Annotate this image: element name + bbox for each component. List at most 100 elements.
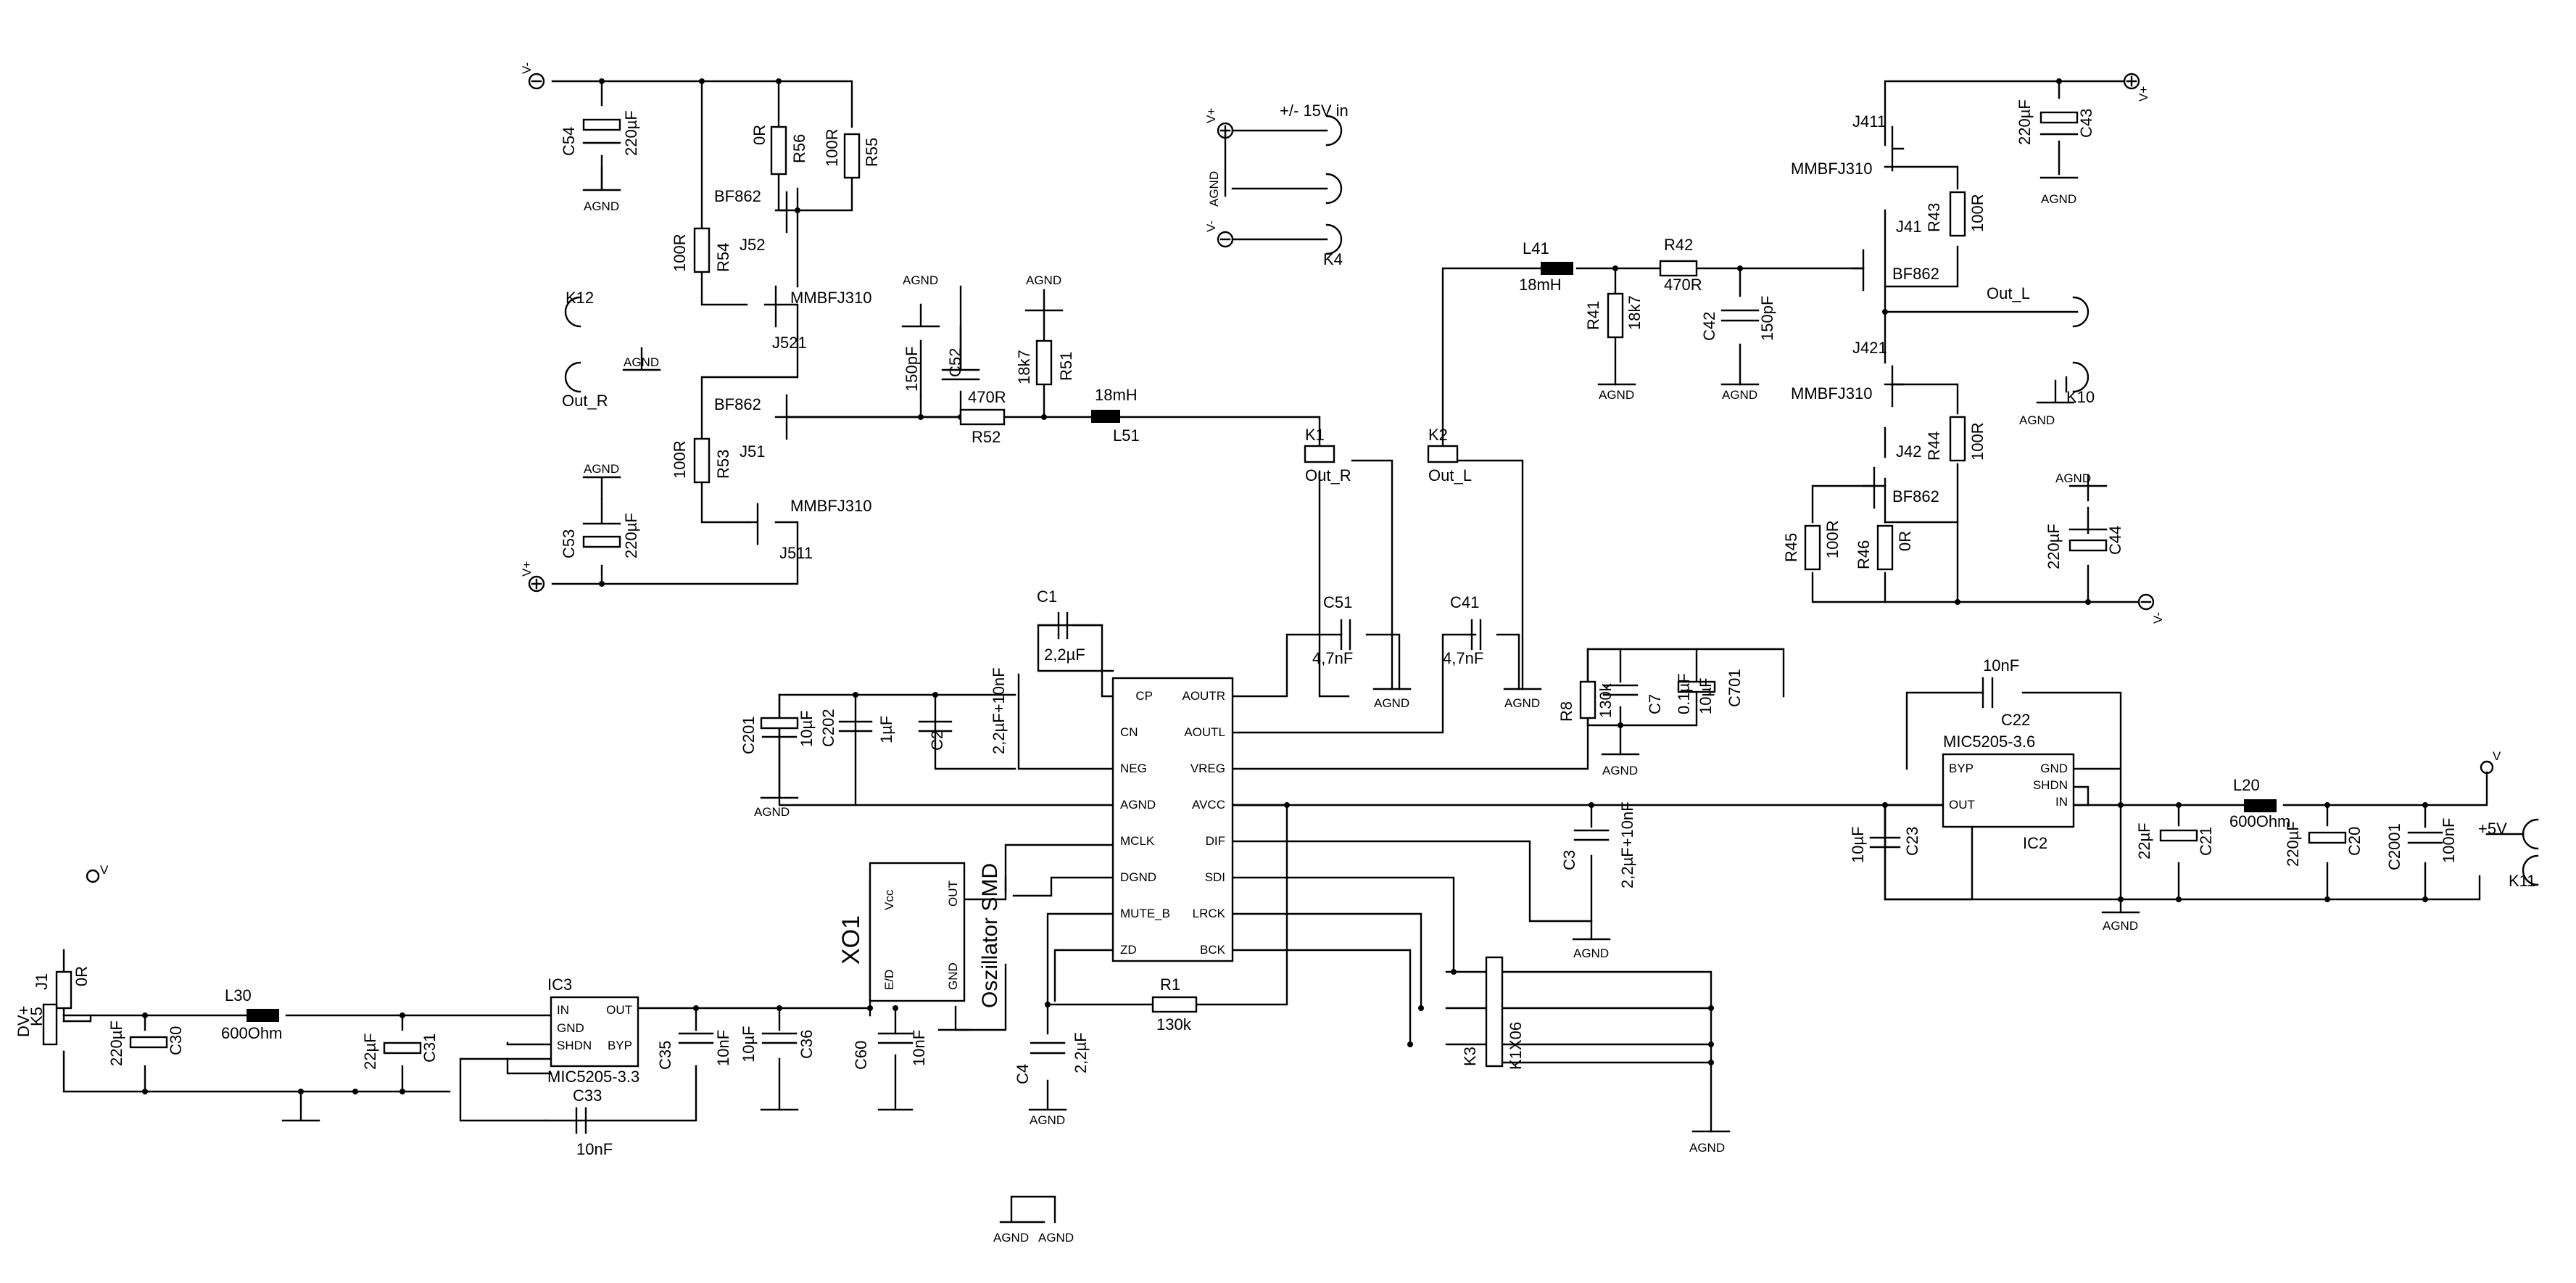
label-c53-value: 220µF xyxy=(622,513,640,558)
ic2-pin-shdn: SHDN xyxy=(2033,778,2068,792)
label-c60: C60 xyxy=(852,1041,870,1070)
label-c54: C54 xyxy=(560,127,578,156)
label-agnd-7: AGND xyxy=(1722,388,1757,402)
label-5v: +5V xyxy=(2478,820,2507,838)
resistor-r54 xyxy=(693,227,711,273)
label-agnd-9: AGND xyxy=(2019,413,2055,427)
label-j1-value: 0R xyxy=(73,966,91,986)
osc-pin-ed: E/D xyxy=(882,970,896,990)
label-k5: K5 xyxy=(28,1007,46,1026)
connector-k2 xyxy=(1427,445,1459,463)
label-bf862-r1: BF862 xyxy=(714,187,761,205)
label-l51: L51 xyxy=(1113,426,1140,445)
label-r56-value: 0R xyxy=(750,125,769,145)
label-pm15: +/- 15V in xyxy=(1280,102,1349,120)
label-vplus-left: V+ xyxy=(520,561,534,577)
resistor-r1 xyxy=(1151,996,1198,1013)
label-out-r: Out_R xyxy=(562,392,608,410)
label-ic3: IC3 xyxy=(547,975,572,994)
ic2-pin-out: OUT xyxy=(1949,798,1975,812)
label-xo1: XO1 xyxy=(837,915,865,965)
label-c2: C2 xyxy=(928,730,946,751)
label-c33: C33 xyxy=(573,1086,602,1105)
ic3-pin-in: IN xyxy=(557,1003,569,1017)
capacitor-c30 xyxy=(129,1036,168,1049)
label-c60-value: 10nF xyxy=(910,1030,928,1066)
label-c51-value: 4,7nF xyxy=(1312,649,1353,667)
label-c42: C42 xyxy=(1700,312,1718,341)
label-c202-value: 1µF xyxy=(877,716,895,743)
resistor-j1 xyxy=(55,970,73,1010)
connector-k3 xyxy=(1485,956,1504,1068)
capacitor-c201 xyxy=(760,717,799,730)
pin-agnd: AGND xyxy=(1120,798,1156,812)
label-r1-value: 130k xyxy=(1156,1015,1192,1034)
capacitor-c43 xyxy=(2039,111,2079,124)
pin-dif: DIF xyxy=(1206,834,1225,848)
label-r43-value: 100R xyxy=(1968,194,1987,232)
label-agnd-17: AGND xyxy=(1689,1141,1725,1155)
label-agnd-4: AGND xyxy=(903,273,938,287)
label-r1: R1 xyxy=(1160,975,1180,994)
label-c7: C7 xyxy=(1646,694,1664,714)
osc-pin-out: OUT xyxy=(946,880,960,907)
ic2-pin-byp: BYP xyxy=(1949,762,1974,775)
label-r42: R42 xyxy=(1664,236,1693,254)
label-agnd-11: AGND xyxy=(1374,696,1409,710)
label-c701: C701 xyxy=(1726,669,1744,707)
label-j421: J421 xyxy=(1852,339,1887,357)
label-c2-value: 2,2µF+10nF xyxy=(990,667,1008,754)
label-l20-value: 600Ohm xyxy=(2229,812,2290,830)
label-j51: J51 xyxy=(740,442,765,461)
label-j52: J52 xyxy=(740,236,765,254)
label-l41-value: 18mH xyxy=(1519,276,1562,294)
label-c3-value: 2,2µF+10nF xyxy=(1618,801,1636,888)
label-c51: C51 xyxy=(1323,593,1352,611)
label-k10: K10 xyxy=(2066,388,2095,406)
label-agnd-12: AGND xyxy=(1504,696,1540,710)
label-r54: R54 xyxy=(714,243,732,272)
label-bf862-r2: BF862 xyxy=(714,395,761,413)
label-r55: R55 xyxy=(863,138,881,167)
label-c33-value: 10nF xyxy=(576,1140,613,1158)
label-j42: J42 xyxy=(1896,442,1921,461)
label-agnd-8: AGND xyxy=(2041,192,2076,206)
connector-k5 xyxy=(42,1003,58,1046)
label-c30-value: 220µF xyxy=(107,1020,125,1066)
label-l51-value: 18mH xyxy=(1095,386,1138,404)
label-vplus-k4: V+ xyxy=(1204,108,1218,123)
label-ic2: IC2 xyxy=(2023,834,2047,852)
label-agnd-1: AGND xyxy=(624,355,659,369)
resistor-r44 xyxy=(1949,416,1966,462)
label-c4-value: 2,2µF xyxy=(1072,1032,1090,1073)
label-k11: K11 xyxy=(2509,872,2536,890)
label-agnd-19: AGND xyxy=(993,1231,1029,1245)
oscillator-xo1 xyxy=(869,862,966,1002)
pin-cn: CN xyxy=(1120,725,1138,739)
inductor-l30 xyxy=(247,1009,279,1022)
label-c35: C35 xyxy=(656,1041,674,1070)
pin-neg: NEG xyxy=(1120,762,1147,775)
label-c20: C20 xyxy=(2345,827,2364,856)
label-c31-value: 22µF xyxy=(361,1033,379,1070)
label-mmbfj310-l1: MMBFJ310 xyxy=(1791,160,1872,178)
label-c2001-value: 100nF xyxy=(2440,818,2458,863)
label-c4: C4 xyxy=(1014,1064,1032,1084)
label-v-left: V xyxy=(100,863,109,877)
label-k2: K2 xyxy=(1428,426,1448,444)
label-r42-value: 470R xyxy=(1664,276,1702,294)
pin-cp-label: CP xyxy=(1135,689,1153,703)
capacitor-c53 xyxy=(582,535,621,548)
label-agnd-13: AGND xyxy=(1602,764,1638,777)
label-bf862-l1: BF862 xyxy=(1892,265,1939,283)
capacitor-c20 xyxy=(2308,831,2347,844)
label-agnd-15: AGND xyxy=(1573,946,1609,960)
label-r43: R43 xyxy=(1925,203,1943,232)
label-c3: C3 xyxy=(1560,850,1578,870)
resistor-r42 xyxy=(1659,260,1698,277)
components xyxy=(42,111,2443,1134)
label-c52: C52 xyxy=(946,348,964,377)
label-j521: J521 xyxy=(772,334,807,352)
label-agnd-14: AGND xyxy=(754,805,790,819)
